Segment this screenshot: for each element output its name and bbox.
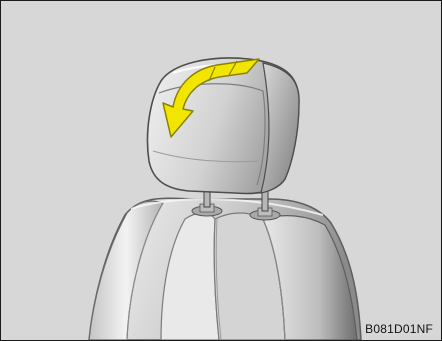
seat-back	[89, 198, 361, 340]
figure-code: B081D01NF	[365, 322, 433, 336]
